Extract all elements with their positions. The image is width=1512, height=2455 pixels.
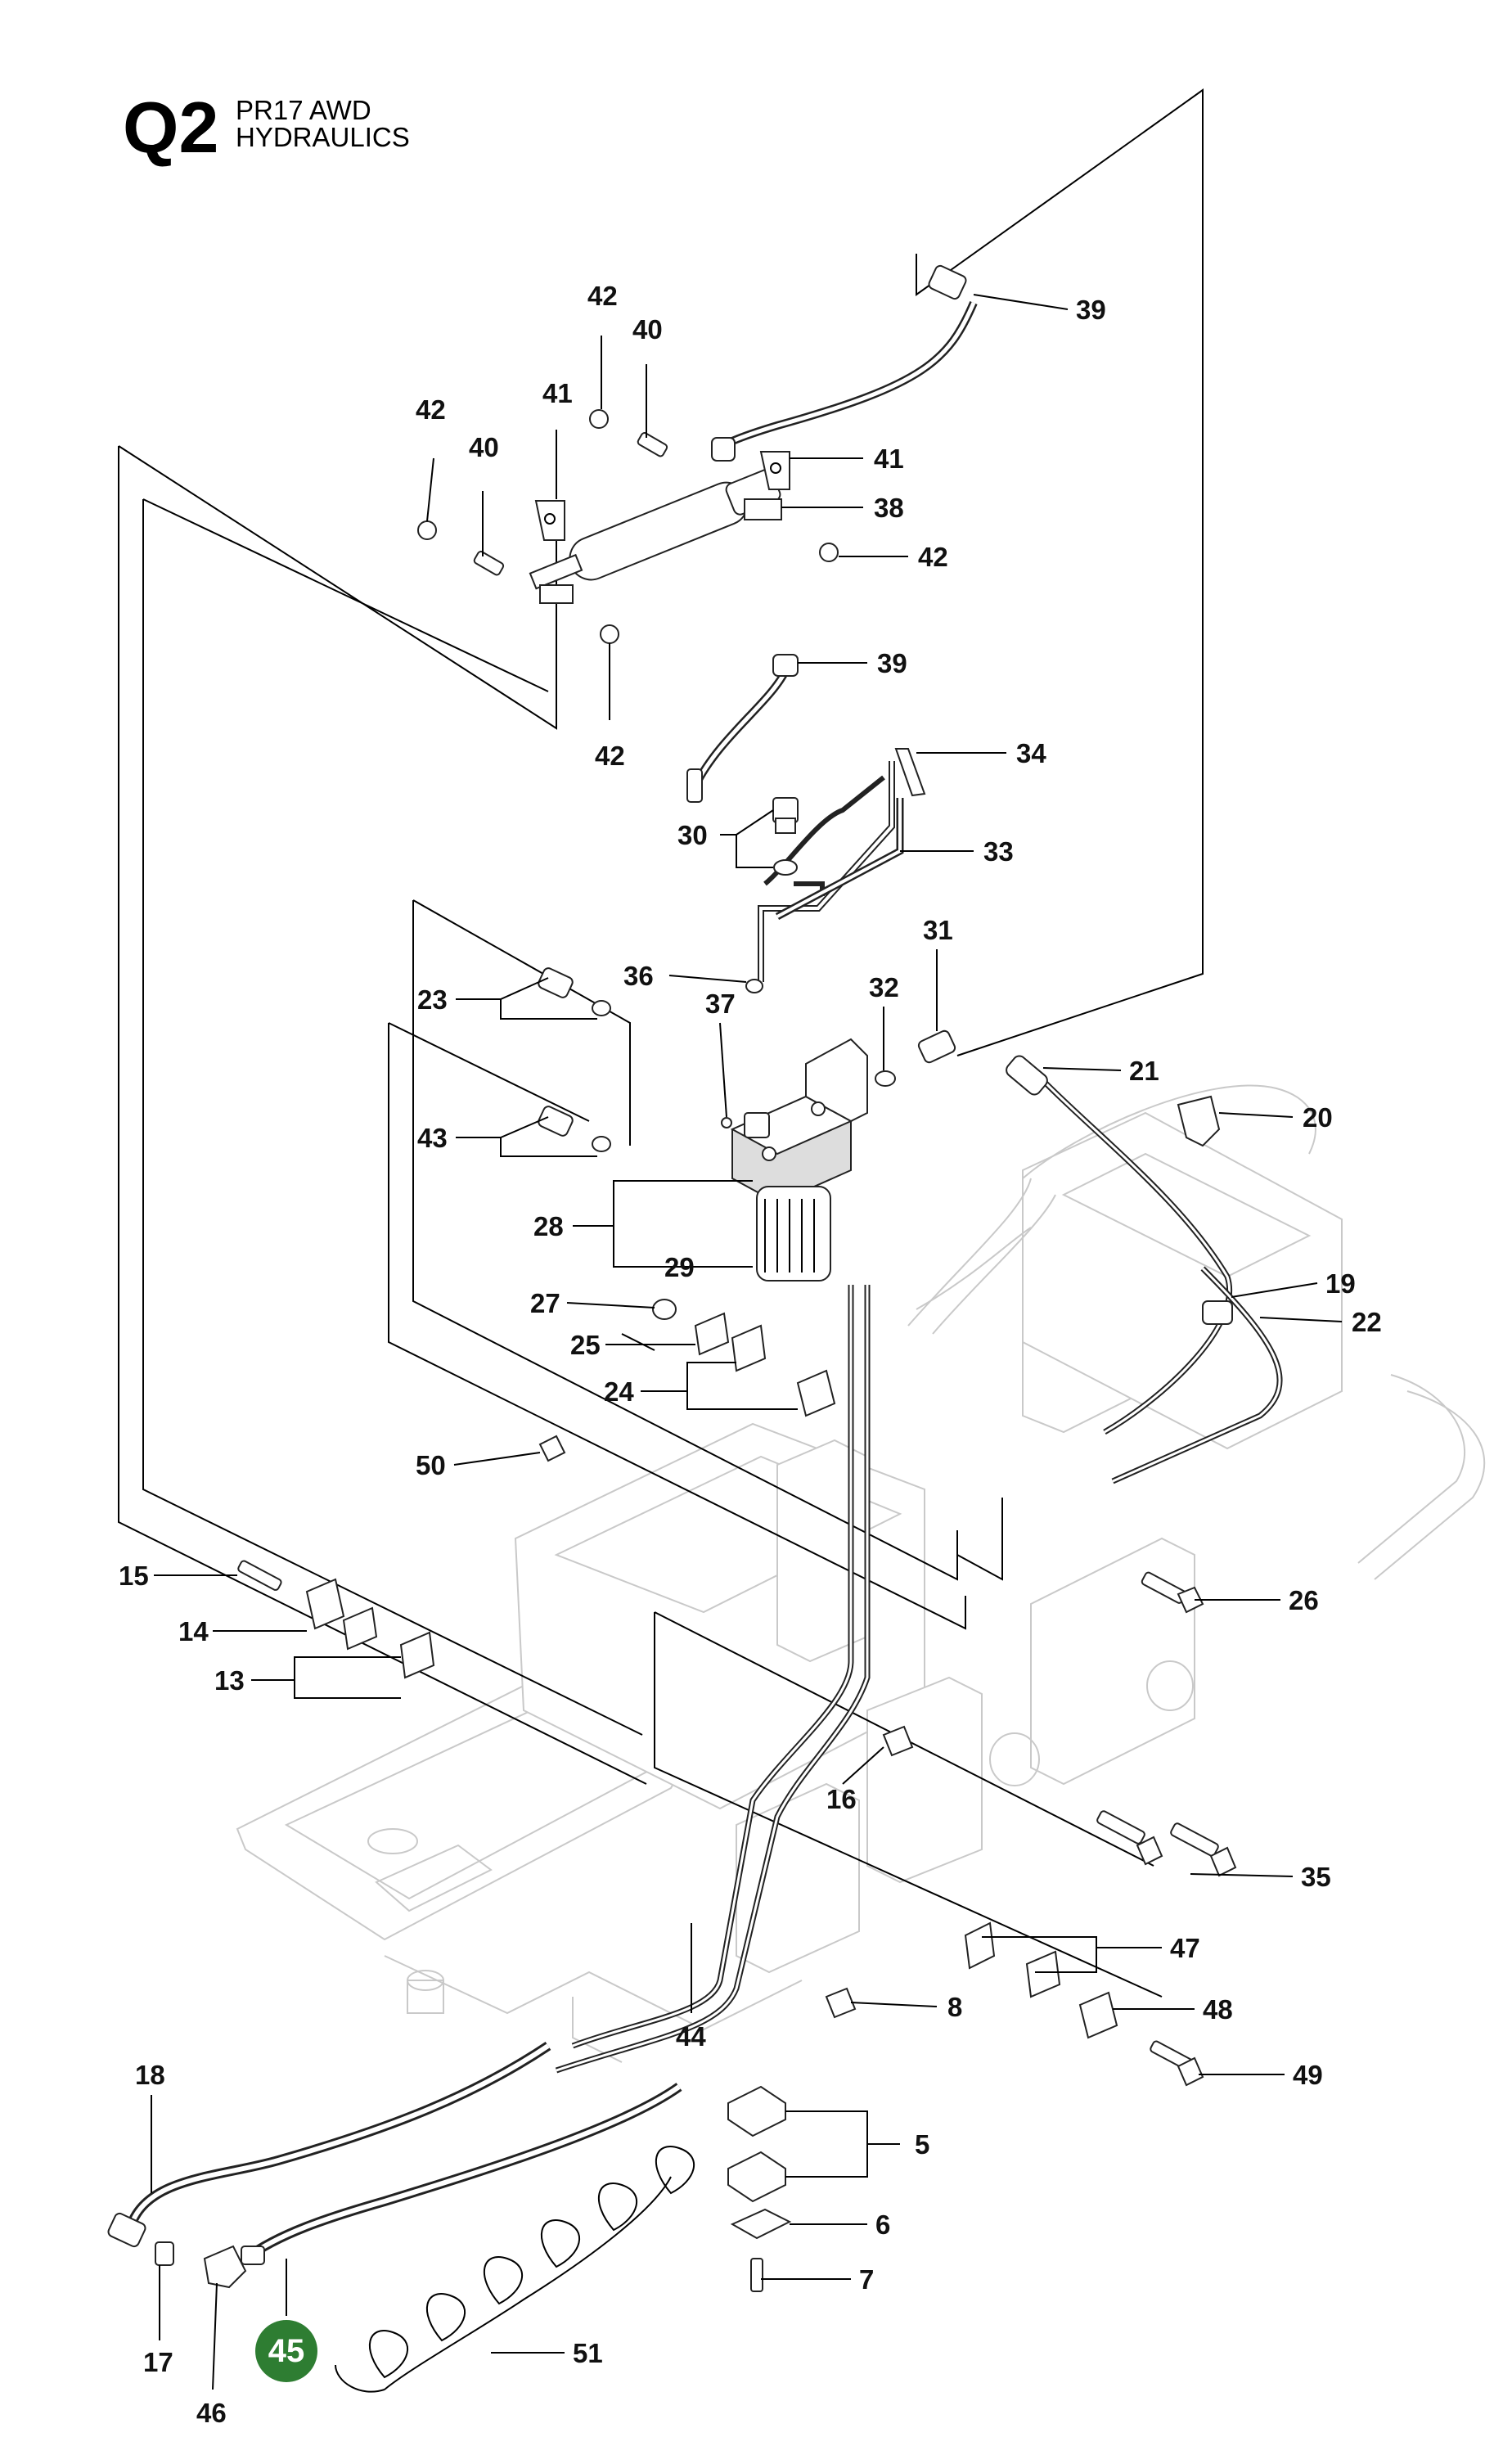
callout-label: 47: [1170, 1933, 1200, 1963]
callout-label: 36: [623, 961, 654, 991]
callout-label: 39: [877, 648, 907, 678]
callout-label: 17: [143, 2347, 173, 2377]
callout-label: 51: [573, 2338, 603, 2368]
highlight-badge: [255, 2320, 317, 2382]
callout-label: 43: [417, 1123, 448, 1153]
callout-label: 25: [570, 1330, 601, 1360]
group-boxes: [118, 88, 1204, 1998]
highlight-label: 45: [268, 2333, 305, 2369]
callout-label: 50: [416, 1450, 446, 1480]
callout-label: 31: [923, 915, 953, 945]
callout-label: 18: [135, 2060, 165, 2090]
leader-lines: [151, 294, 1343, 2390]
callout-label: 27: [530, 1288, 560, 1318]
callout-label: 34: [1016, 738, 1046, 768]
coil-sleeve: [335, 2146, 695, 2393]
callout-label: 21: [1129, 1056, 1159, 1086]
callout-label: 24: [604, 1376, 634, 1407]
callout-label: 48: [1203, 1994, 1233, 2025]
callout-label: 30: [677, 820, 708, 850]
callout-label: 23: [417, 984, 448, 1015]
chassis-ghost: [236, 1084, 1486, 2063]
callout-label: 16: [826, 1784, 857, 1814]
callout-label: 5: [915, 2129, 929, 2160]
callout-label: 32: [869, 972, 899, 1002]
model-name: PR17 AWD: [236, 95, 371, 125]
callout-label: 22: [1352, 1307, 1382, 1337]
callout-label: 37: [705, 989, 736, 1019]
components: [107, 264, 1237, 2393]
callout-label: 42: [587, 281, 618, 311]
callout-label: 8: [947, 1992, 962, 2022]
callout-label: 46: [196, 2398, 227, 2428]
callout-label: 49: [1293, 2060, 1323, 2090]
callout-label: 29: [664, 1252, 695, 1282]
callout-label: 44: [676, 2021, 706, 2052]
callout-label: 28: [533, 1211, 564, 1241]
callout-label: 7: [859, 2264, 874, 2295]
callout-label: 6: [875, 2210, 890, 2240]
callout-labels: 42 40 41 42 40 41 38 42 42 39 39 34 30 3…: [119, 281, 1382, 2428]
callout-label: 41: [874, 444, 904, 474]
callout-label: 14: [178, 1616, 209, 1646]
callout-label: 40: [632, 314, 663, 345]
callout-label: 33: [983, 836, 1014, 867]
group-name: HYDRAULICS: [236, 122, 410, 152]
callout-label: 26: [1289, 1585, 1319, 1615]
callout-label: 42: [416, 394, 446, 425]
callout-label: 13: [214, 1665, 245, 1696]
callout-label: 20: [1303, 1102, 1333, 1133]
callout-label: 15: [119, 1561, 149, 1591]
callout-label: 42: [918, 542, 948, 572]
callout-label: 39: [1076, 295, 1106, 325]
callout-label: 42: [595, 741, 625, 771]
callout-label: 41: [542, 378, 573, 408]
section-code: Q2: [123, 87, 219, 168]
callout-label: 19: [1325, 1268, 1356, 1299]
callout-label: 35: [1301, 1862, 1331, 1892]
hoses: [126, 301, 1283, 2263]
callout-label: 40: [469, 432, 499, 462]
callout-label: 38: [874, 493, 904, 523]
